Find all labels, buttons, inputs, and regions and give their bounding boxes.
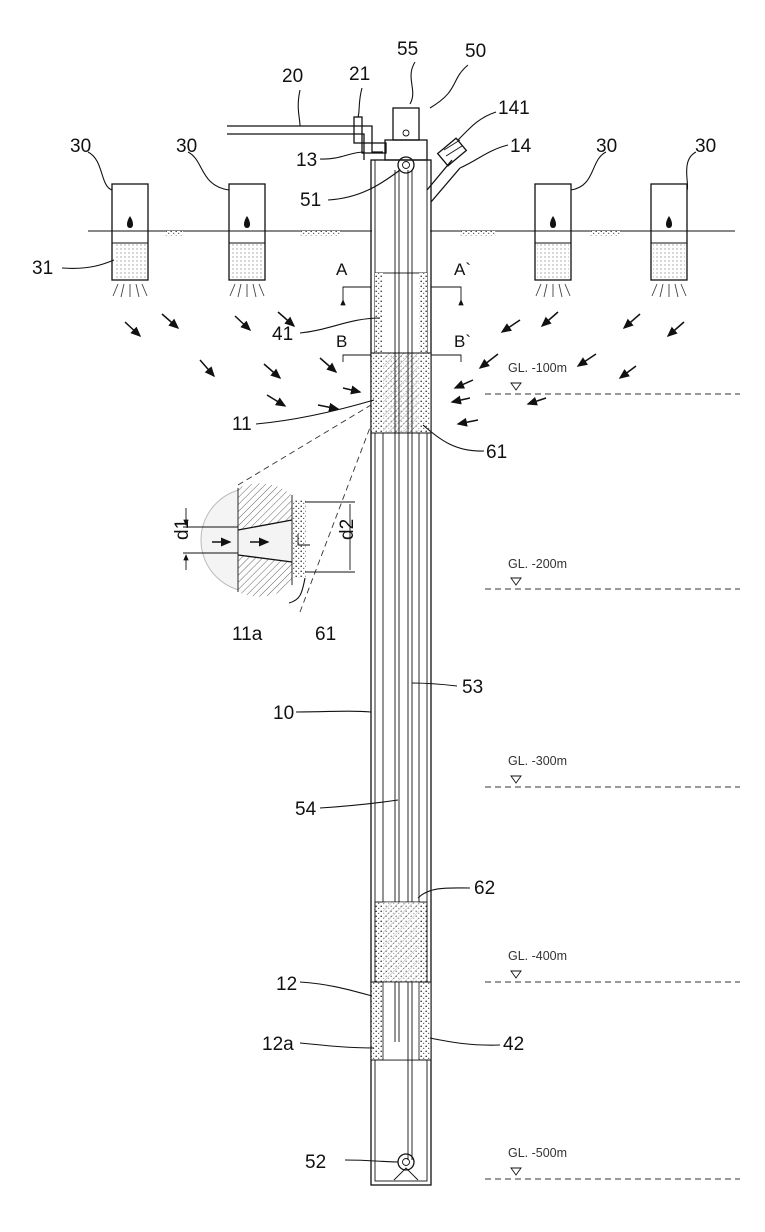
upper-packer: [375, 273, 427, 353]
ref-52: 52: [305, 1152, 326, 1173]
ref-141: 141: [498, 98, 530, 119]
ref-42: 42: [503, 1034, 524, 1055]
top-assembly: [385, 108, 427, 173]
injection-tank-2: [229, 184, 265, 280]
ground-surface: [88, 231, 735, 236]
section-b-label: B: [336, 332, 347, 351]
droplet-icon: [666, 216, 672, 228]
ref-30-a: 30: [70, 136, 91, 157]
side-vent: [427, 138, 466, 202]
gl-200-label: GL. -200m: [508, 557, 567, 571]
ref-10: 10: [273, 703, 294, 724]
section-a-label: A: [336, 260, 348, 279]
ref-14: 14: [510, 136, 532, 157]
gl-100-label: GL. -100m: [508, 361, 567, 375]
ref-50: 50: [465, 41, 486, 62]
injection-tank-3: [535, 184, 571, 280]
gl-400-label: GL. -400m: [508, 949, 567, 963]
ref-21: 21: [349, 64, 370, 85]
ref-55: 55: [397, 39, 418, 60]
ref-20: 20: [282, 66, 303, 87]
ref-12: 12: [276, 974, 297, 995]
valve-21: [354, 117, 362, 143]
section-a-prime-label: A`: [454, 260, 471, 279]
droplet-icon: [550, 216, 556, 228]
ref-51: 51: [300, 190, 321, 211]
ref-30-d: 30: [695, 136, 716, 157]
ref-13: 13: [296, 150, 317, 171]
ref-12a: 12a: [262, 1034, 294, 1055]
ref-30-c: 30: [596, 136, 617, 157]
gl-500-label: GL. -500m: [508, 1146, 567, 1160]
droplet-icon: [127, 216, 133, 228]
ref-11: 11: [232, 414, 252, 435]
injection-tank-1: [112, 184, 148, 280]
depth-lines: [485, 383, 740, 1179]
screen-section-upper: [371, 353, 431, 433]
ref-62: 62: [474, 878, 495, 899]
ref-31: 31: [32, 258, 53, 279]
ref-54: 54: [295, 799, 317, 820]
gl-300-label: GL. -300m: [508, 754, 567, 768]
screen-section-lower: [371, 982, 431, 1060]
ref-61: 61: [486, 442, 507, 463]
ref-61-detail: 61: [315, 624, 336, 645]
detail-view: [183, 405, 371, 612]
dimension-d1: d1: [172, 519, 193, 540]
ref-53: 53: [462, 677, 483, 698]
dimension-d2: d2: [337, 519, 358, 540]
droplet-icon: [244, 216, 250, 228]
injection-tank-4: [651, 184, 687, 280]
ref-30-b: 30: [176, 136, 197, 157]
ref-41: 41: [272, 324, 293, 345]
lower-packer: [375, 902, 427, 982]
lower-pulley: [394, 1154, 418, 1180]
ref-11a: 11a: [232, 624, 263, 645]
section-b-prime-label: B`: [454, 332, 471, 351]
